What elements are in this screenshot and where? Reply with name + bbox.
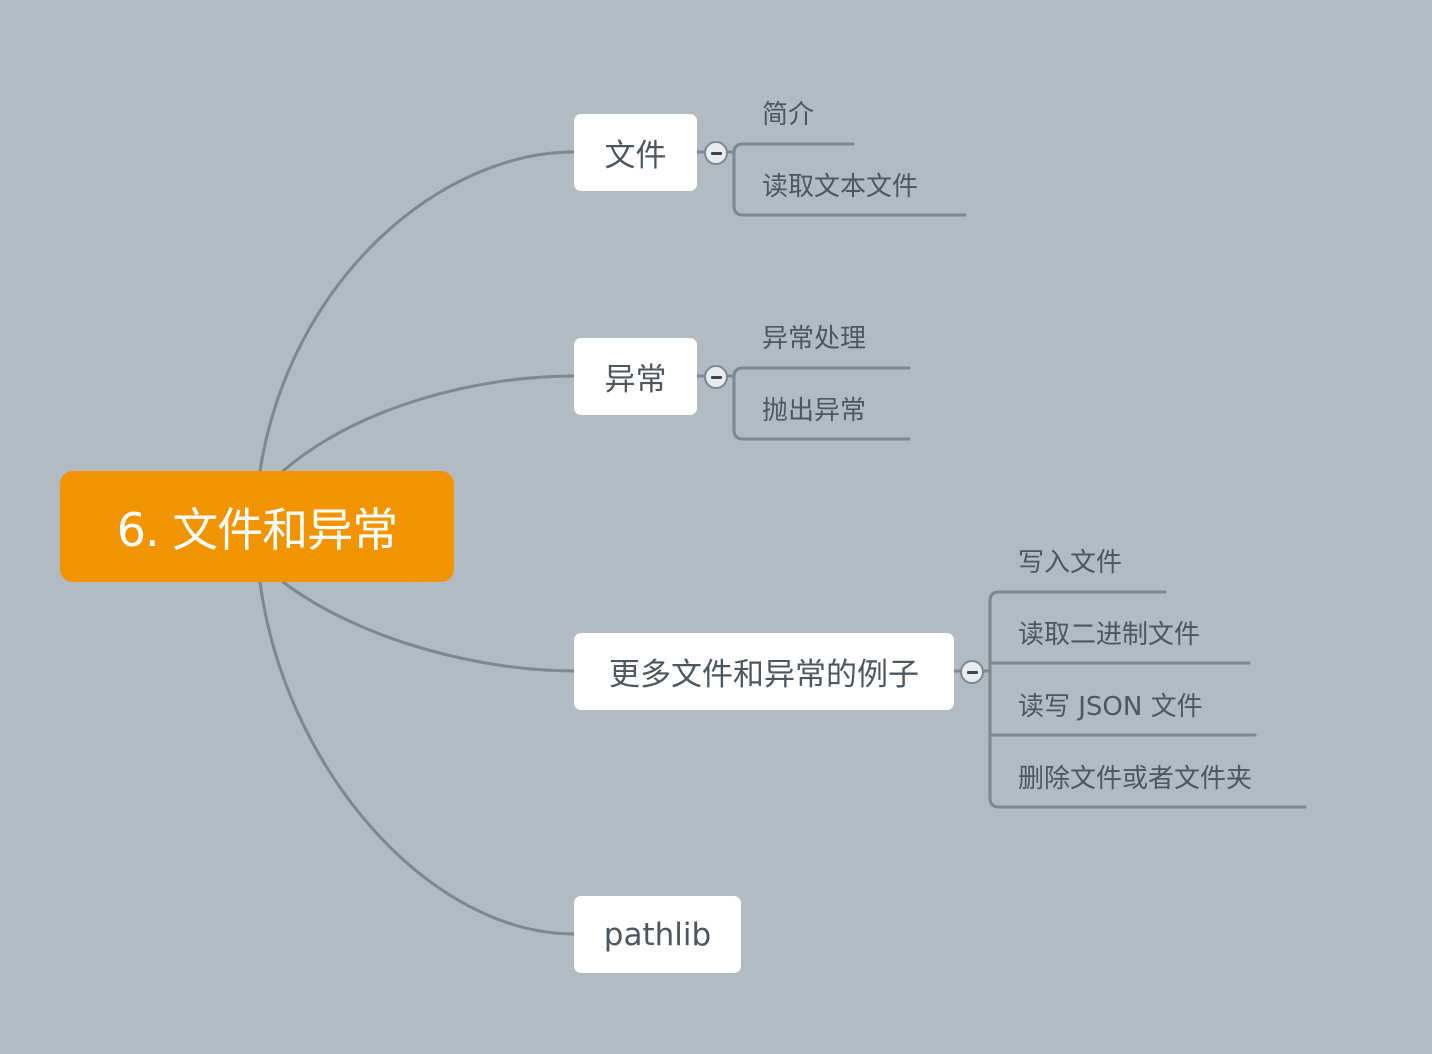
topic-files[interactable]: 文件: [574, 114, 697, 191]
connector-group-1: [726, 142, 967, 217]
topic-exceptions[interactable]: 异常: [574, 338, 697, 415]
central-topic[interactable]: 6. 文件和异常: [60, 471, 454, 582]
topic-more-examples[interactable]: 更多文件和异常的例子: [574, 633, 954, 710]
collapse-exceptions-button[interactable]: [704, 365, 728, 389]
subtopic-read-binary-file[interactable]: 读取二进制文件: [1018, 620, 1201, 650]
subtopic-read-write-json[interactable]: 读写 JSON 文件: [1018, 692, 1203, 722]
connector-group-3: [982, 590, 1307, 809]
subtopic-delete-file-or-folder[interactable]: 删除文件或者文件夹: [1018, 764, 1253, 794]
minus-icon: [710, 151, 722, 155]
minus-icon: [966, 670, 978, 674]
connector-root-topic-4: [258, 580, 576, 936]
connector-root-topic-1: [258, 150, 576, 473]
subtopic-read-text-file[interactable]: 读取文本文件: [762, 172, 919, 202]
connector-root-topic-2: [281, 374, 576, 473]
minus-icon: [710, 375, 722, 379]
connector-root-topic-3: [281, 580, 576, 673]
topic-more-examples-label: 更多文件和异常的例子: [609, 657, 919, 693]
topic-exceptions-label: 异常: [604, 362, 667, 398]
subtopic-raise-exception[interactable]: 抛出异常: [762, 396, 867, 426]
subtopic-write-file[interactable]: 写入文件: [1018, 548, 1123, 578]
topic-pathlib-label: pathlib: [603, 916, 712, 953]
subtopic-intro[interactable]: 简介: [762, 100, 815, 130]
topic-pathlib[interactable]: pathlib: [574, 896, 741, 973]
central-topic-label: 6. 文件和异常: [116, 502, 399, 557]
collapse-files-button[interactable]: [704, 141, 728, 165]
topic-files-label: 文件: [604, 138, 667, 174]
connector-group-2: [726, 366, 911, 441]
subtopic-exception-handling[interactable]: 异常处理: [762, 324, 867, 354]
collapse-more-examples-button[interactable]: [960, 660, 984, 684]
